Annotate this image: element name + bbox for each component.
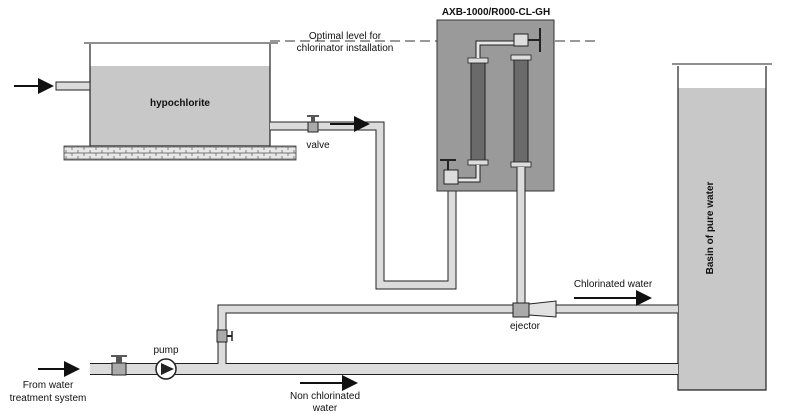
pump-label: pump xyxy=(153,345,178,356)
ejector xyxy=(512,300,557,318)
non-chlorinated-label-1: Non chlorinated xyxy=(290,391,360,402)
bypass-valve xyxy=(216,329,233,343)
hypochlorite-label: hypochlorite xyxy=(150,98,210,109)
tank-base xyxy=(63,145,297,161)
chlorinator-panel xyxy=(436,19,555,192)
optimal-level-label-1: Optimal level for xyxy=(309,31,382,42)
ejector-label: ejector xyxy=(510,321,541,332)
bypass-pipe xyxy=(217,304,678,364)
pure-water-basin: Basin of pure water xyxy=(672,63,772,391)
device-model-label: AXB-1000/R000-CL-GH xyxy=(442,7,550,18)
basin-label: Basin of pure water xyxy=(705,182,716,275)
chlorinated-water-label: Chlorinated water xyxy=(574,279,653,290)
pump xyxy=(155,358,177,380)
tank-inlet-pipe xyxy=(55,81,91,91)
hypochlorite-liquid xyxy=(90,66,270,146)
from-water-label-1: From water xyxy=(23,380,74,391)
optimal-level-label-2: chlorinator installation xyxy=(297,43,394,54)
valve xyxy=(307,115,319,133)
from-water-label-2: treatment system xyxy=(10,393,87,404)
valve-label: valve xyxy=(306,140,330,151)
main-valve xyxy=(111,355,127,376)
hypochlorite-feed-pipe xyxy=(270,121,457,290)
hypochlorite-tank: hypochlorite xyxy=(84,42,278,147)
non-chlorinated-label-2: water xyxy=(312,403,338,414)
